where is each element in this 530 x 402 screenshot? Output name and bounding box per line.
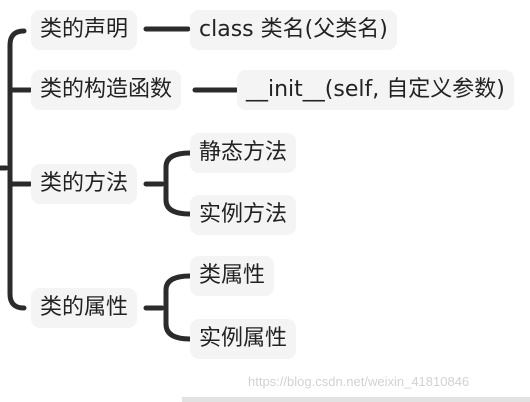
node-branch-4-child-1: 类属性 bbox=[190, 256, 275, 296]
connector-branch-4-split bbox=[163, 273, 193, 342]
connector-branch-3-split bbox=[163, 150, 193, 217]
node-branch-3-child-2: 实例方法 bbox=[190, 195, 297, 235]
node-branch-1: 类的声明 bbox=[31, 10, 138, 50]
node-branch-3: 类的方法 bbox=[31, 164, 138, 204]
node-branch-1-child-1: class 类名(父类名) bbox=[190, 10, 397, 50]
node-branch-4: 类的属性 bbox=[31, 288, 138, 328]
horizontal-scrollbar[interactable] bbox=[182, 397, 530, 402]
watermark-text: https://blog.csdn.net/weixin_41810846 bbox=[248, 374, 470, 389]
node-branch-4-child-2: 实例属性 bbox=[190, 319, 297, 359]
node-branch-3-child-1: 静态方法 bbox=[190, 133, 297, 173]
node-branch-2-child-1: __init__(self, 自定义参数) bbox=[237, 70, 514, 110]
node-branch-2: 类的构造函数 bbox=[31, 70, 182, 110]
connector-root-spine bbox=[7, 28, 27, 311]
